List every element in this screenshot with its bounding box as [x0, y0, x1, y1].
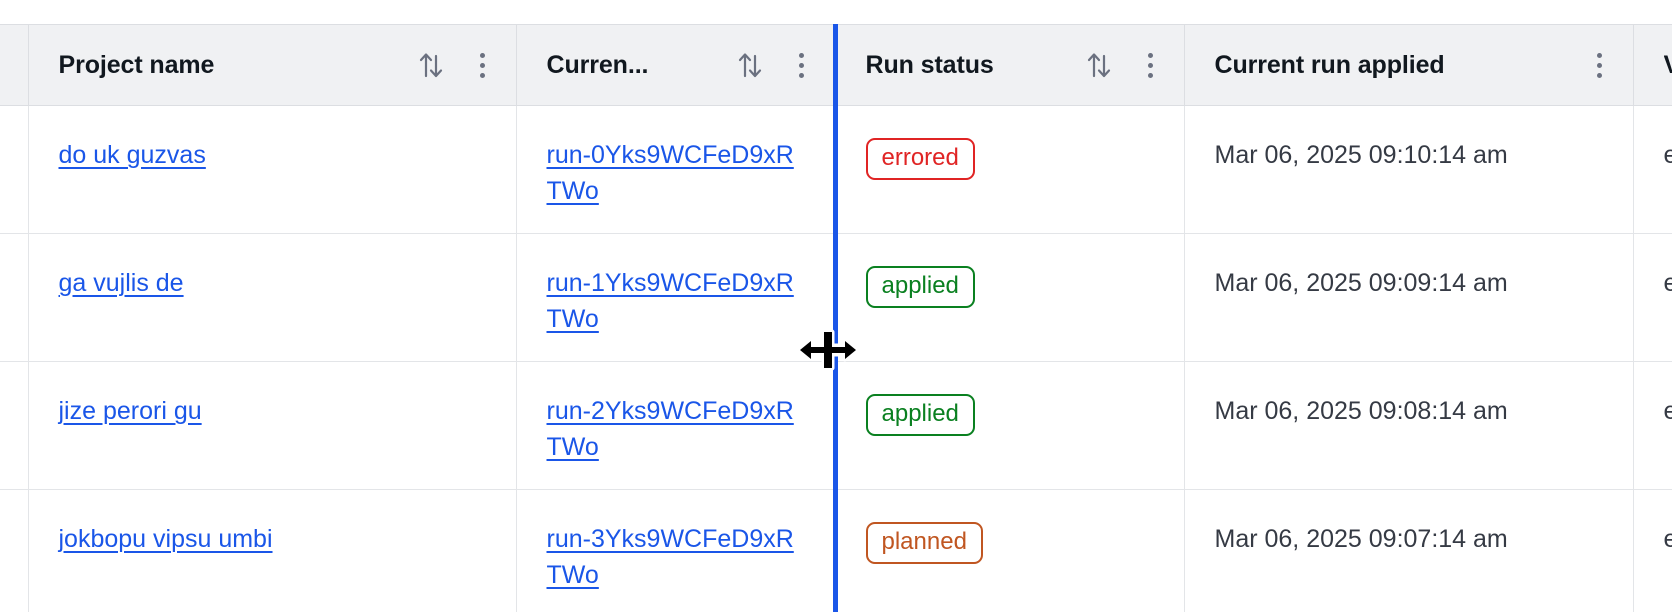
- column-resize-guideline[interactable]: [833, 24, 838, 612]
- status-badge: errored: [865, 138, 975, 181]
- cell-current-run-applied: Mar 06, 2025 09:09:14 am: [1184, 233, 1634, 362]
- cell-project-name: ga vujlis de: [28, 233, 517, 362]
- project-name-link[interactable]: do uk guzvas: [58, 141, 206, 169]
- table-body: do uk guzvas run-0Yks9WCFeD9xRTWo errore…: [0, 105, 1672, 612]
- cell-run-status: errored: [835, 105, 1185, 234]
- cell-current-run: run-0Yks9WCFeD9xRTWo: [516, 105, 836, 234]
- status-badge: applied: [865, 394, 975, 437]
- current-run-link[interactable]: run-0Yks9WCFeD9xRTWo: [546, 141, 794, 205]
- current-run-link[interactable]: run-2Yks9WCFeD9xRTWo: [546, 397, 794, 461]
- current-run-link[interactable]: run-3Yks9WCFeD9xRTWo: [546, 525, 794, 589]
- cell-project-name: jokbopu vipsu umbi: [28, 489, 517, 612]
- table-row: jokbopu vipsu umbi run-3Yks9WCFeD9xRTWo …: [0, 489, 1672, 612]
- row-gutter: [0, 361, 29, 490]
- header-label-run-status: Run status: [865, 50, 994, 79]
- status-badge: applied: [865, 266, 975, 309]
- kebab-menu-icon[interactable]: [791, 50, 813, 80]
- header-cell-current-run[interactable]: Curren...: [516, 24, 836, 106]
- cell-current-run: run-3Yks9WCFeD9xRTWo: [516, 489, 836, 612]
- cell-current-run: run-2Yks9WCFeD9xRTWo: [516, 361, 836, 490]
- row-gutter: [0, 489, 29, 612]
- row-gutter: [0, 233, 29, 362]
- projects-table: Project name: [0, 24, 1672, 612]
- table-row: do uk guzvas run-0Yks9WCFeD9xRTWo errore…: [0, 105, 1672, 234]
- header-cell-run-status[interactable]: Run status: [835, 24, 1185, 106]
- kebab-menu-icon[interactable]: [1589, 50, 1611, 80]
- cell-current-run: run-1Yks9WCFeD9xRTWo: [516, 233, 836, 362]
- header-label-current-run: Curren...: [546, 50, 649, 79]
- cell-project-name: do uk guzvas: [28, 105, 517, 234]
- header-cell-gutter: [0, 24, 29, 106]
- header-cell-last-truncated[interactable]: V: [1633, 24, 1672, 106]
- table-header: Project name: [0, 24, 1672, 106]
- row-gutter: [0, 105, 29, 234]
- cell-last-truncated: e: [1633, 105, 1672, 234]
- cell-current-run-applied: Mar 06, 2025 09:08:14 am: [1184, 361, 1634, 490]
- project-name-link[interactable]: jize perori gu: [58, 397, 202, 425]
- cell-project-name: jize perori gu: [28, 361, 517, 490]
- status-badge: planned: [865, 522, 983, 565]
- sort-updown-icon[interactable]: [737, 49, 763, 81]
- cell-current-run-applied: Mar 06, 2025 09:10:14 am: [1184, 105, 1634, 234]
- table-row: ga vujlis de run-1Yks9WCFeD9xRTWo applie…: [0, 233, 1672, 362]
- header-row: Project name: [0, 24, 1672, 106]
- cell-last-truncated: e: [1633, 361, 1672, 490]
- kebab-menu-icon[interactable]: [472, 50, 494, 80]
- sort-updown-icon[interactable]: [1086, 49, 1112, 81]
- project-name-link[interactable]: jokbopu vipsu umbi: [58, 525, 273, 553]
- cell-run-status: applied: [835, 233, 1185, 362]
- header-label-last-truncated: V: [1664, 51, 1672, 80]
- current-run-link[interactable]: run-1Yks9WCFeD9xRTWo: [546, 269, 794, 333]
- sort-updown-icon[interactable]: [418, 49, 444, 81]
- header-label-current-run-applied: Current run applied: [1214, 50, 1445, 79]
- header-cell-current-run-applied[interactable]: Current run applied: [1184, 24, 1634, 106]
- kebab-menu-icon[interactable]: [1140, 50, 1162, 80]
- header-cell-project-name[interactable]: Project name: [28, 24, 517, 106]
- cell-last-truncated: e: [1633, 233, 1672, 362]
- project-name-link[interactable]: ga vujlis de: [58, 269, 184, 297]
- cell-run-status: planned: [835, 489, 1185, 612]
- cell-last-truncated: e: [1633, 489, 1672, 612]
- cell-current-run-applied: Mar 06, 2025 09:07:14 am: [1184, 489, 1634, 612]
- table-row: jize perori gu run-2Yks9WCFeD9xRTWo appl…: [0, 361, 1672, 490]
- cell-run-status: applied: [835, 361, 1185, 490]
- header-label-project-name: Project name: [58, 50, 215, 79]
